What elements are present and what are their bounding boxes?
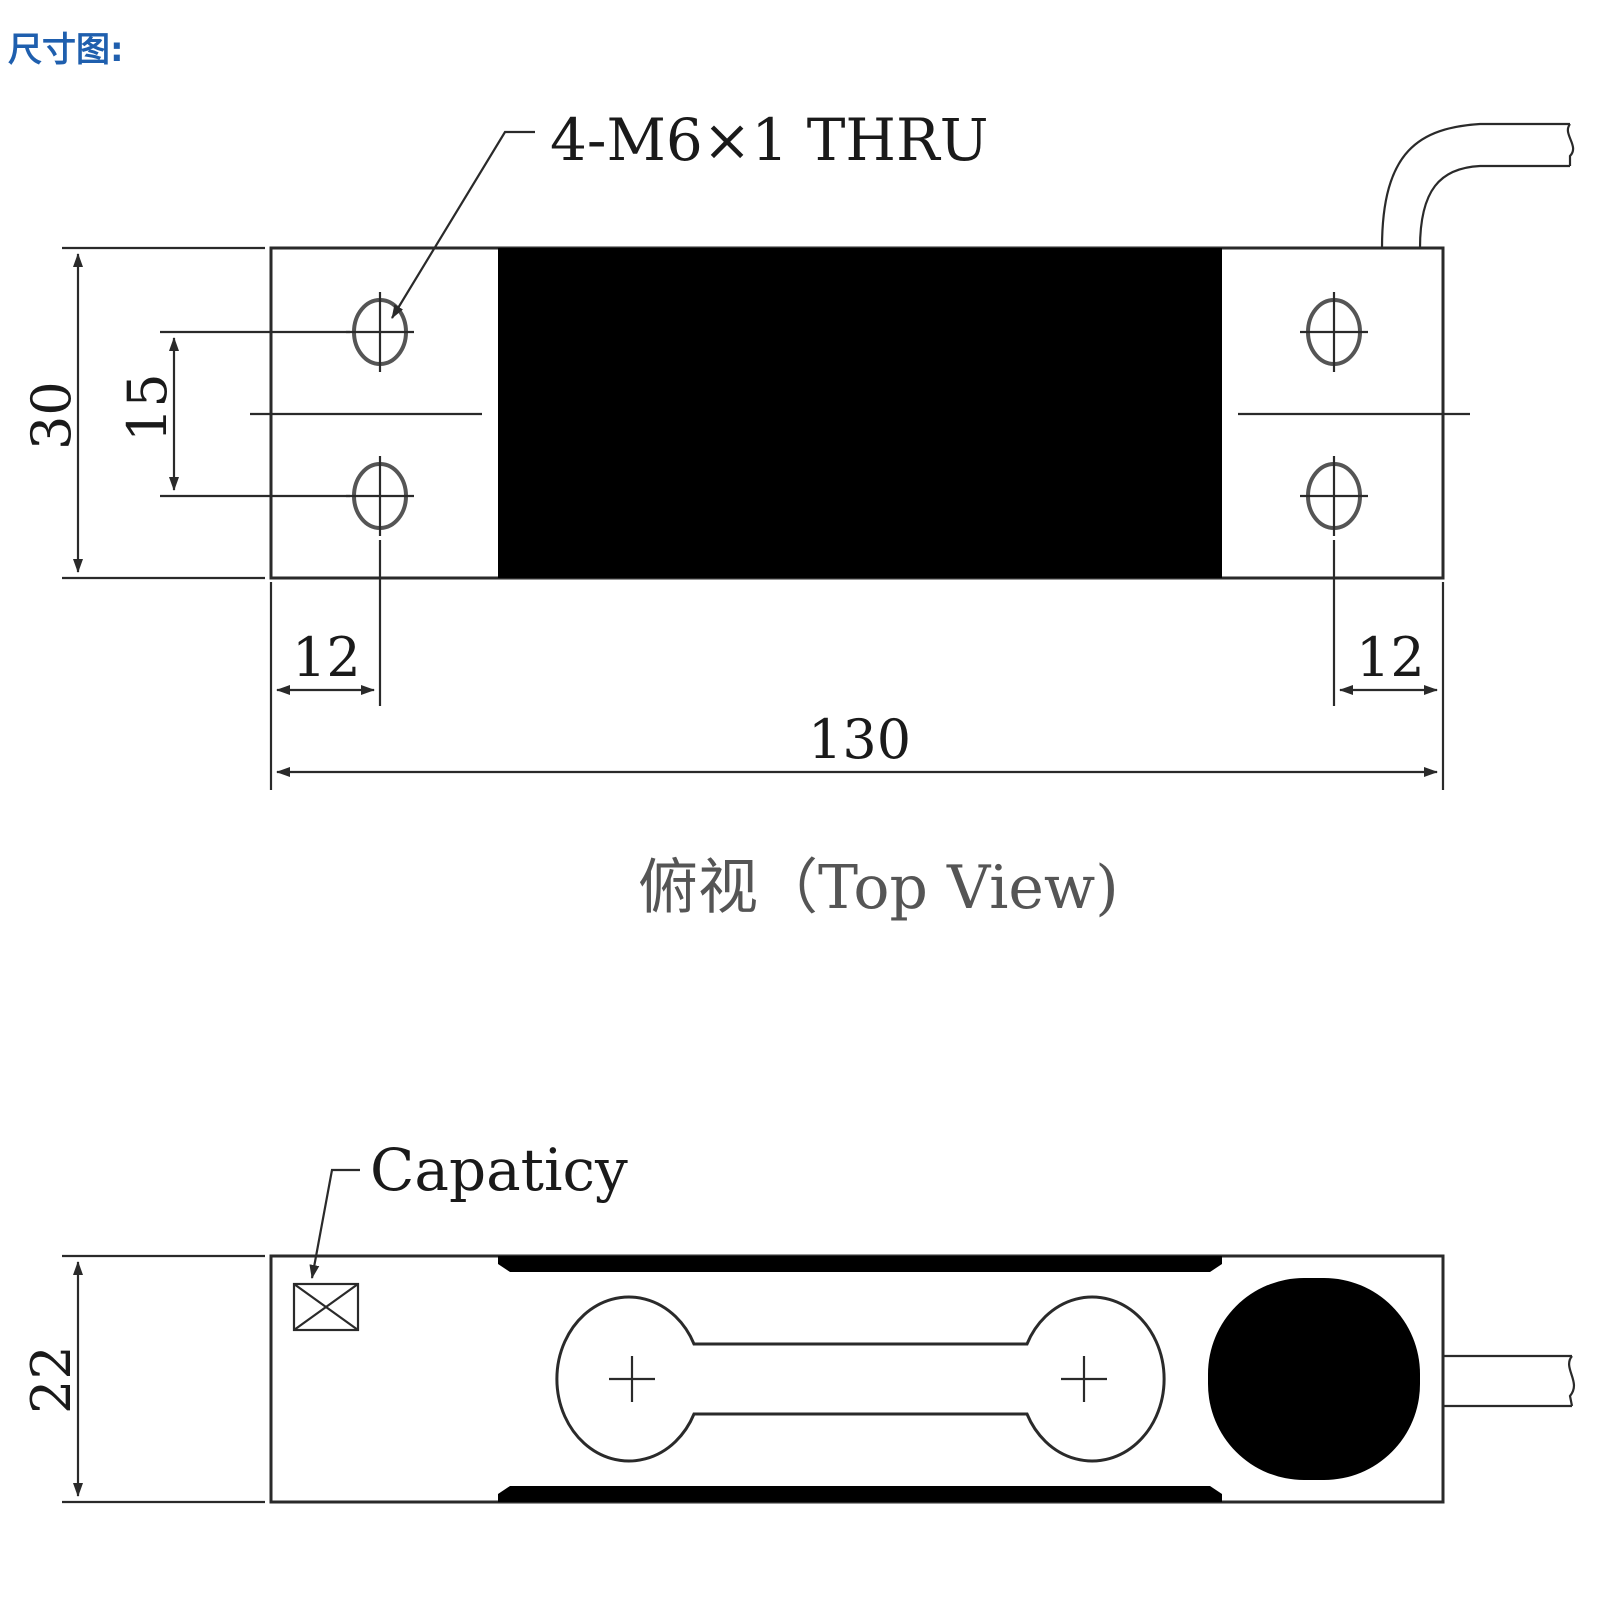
top-cover-block xyxy=(498,248,1222,578)
hole-bottom-right xyxy=(1300,456,1368,536)
dim-30-text: 30 xyxy=(20,381,83,450)
dim-15-text: 15 xyxy=(116,373,179,442)
dim-12-left-text: 12 xyxy=(292,626,361,689)
hole-top-left xyxy=(346,292,414,372)
capacity-box-diag-b xyxy=(293,1283,359,1331)
dumbbell-cutout xyxy=(555,1295,1166,1463)
top-view-caption: 俯视（Top View) xyxy=(638,853,1119,923)
side-top-strip xyxy=(498,1256,1222,1272)
hole-label-leader xyxy=(391,130,535,319)
cutout-cross-left xyxy=(609,1356,655,1402)
dim-12-right-text: 12 xyxy=(1356,626,1425,689)
dim-130-text: 130 xyxy=(808,708,911,771)
top-cable xyxy=(1380,122,1570,249)
page-title: 尺寸图: xyxy=(8,30,124,70)
hole-label: 4-M6×1 THRU xyxy=(550,106,989,174)
cutout-cross-right xyxy=(1061,1356,1107,1402)
cable-gland xyxy=(1208,1278,1420,1480)
top-cable-inner xyxy=(1418,164,1570,249)
side-cable-break xyxy=(1568,1355,1576,1407)
hole-bottom-left xyxy=(346,456,414,536)
hole-top-right xyxy=(1300,292,1368,372)
capacity-leader xyxy=(309,1168,360,1279)
capacity-box xyxy=(292,1282,360,1332)
top-view: 4-M6×1 THRU 30 15 12 12 130 俯视（Top View) xyxy=(20,106,1575,923)
side-view: Capaticy 22 xyxy=(20,1136,1576,1504)
capacity-label: Capaticy xyxy=(370,1136,628,1204)
top-cable-break xyxy=(1566,123,1575,166)
dim-22-text: 22 xyxy=(20,1345,83,1414)
side-bottom-strip xyxy=(498,1486,1222,1502)
